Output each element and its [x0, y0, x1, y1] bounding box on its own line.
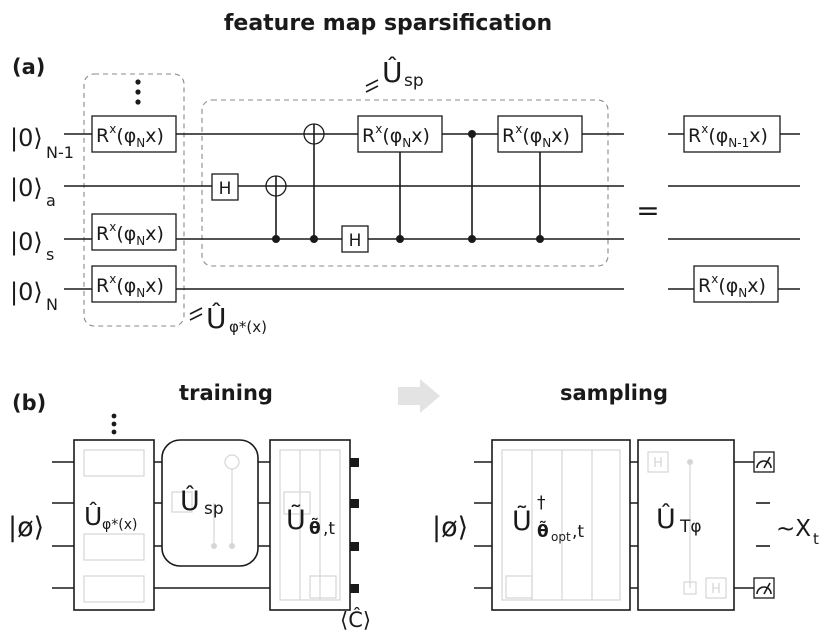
svg-text:φ*(x): φ*(x) [229, 318, 267, 336]
svg-text:~X: ~X [776, 516, 811, 542]
svg-text:sp: sp [404, 71, 424, 91]
u-phi-block: Û φ*(x) [73, 439, 155, 611]
expectation-value-label: ⟨Ĉ⟩ [340, 607, 371, 632]
input-ket-training: |ø⟩ [8, 512, 44, 543]
output-label: ~X t [776, 516, 819, 548]
sampling-heading: sampling [560, 381, 668, 405]
vertical-ellipsis-b [111, 413, 117, 435]
control-dot [536, 235, 544, 243]
rx-gate-s: Rx(φNx) [91, 213, 177, 251]
rx-gate-n-1: Rx(φNx) [91, 115, 177, 153]
u-tphi-block: H H Û Tφ [637, 439, 735, 611]
meter-icon [753, 451, 775, 473]
svg-text:a: a [46, 191, 56, 210]
svg-text:†: † [537, 493, 546, 513]
svg-text:H: H [349, 231, 362, 251]
svg-text:,t: ,t [323, 519, 335, 539]
control-dot [310, 235, 318, 243]
svg-text:t: t [813, 530, 819, 548]
svg-text:Rx(φN-1x): Rx(φN-1x) [688, 122, 768, 150]
svg-text:θ̃: θ̃ [309, 516, 321, 539]
ket-label-a: |0⟩ a [10, 174, 56, 210]
controlled-rx-gate-1: Rx(φNx) [357, 115, 443, 153]
rx-gate-n: Rx(φNx) [91, 265, 177, 303]
svg-text:Rx(φNx): Rx(φNx) [96, 220, 164, 248]
svg-text:|0⟩: |0⟩ [10, 174, 43, 202]
svg-text:H: H [653, 456, 663, 471]
svg-text:Rx(φNx): Rx(φNx) [96, 272, 164, 300]
svg-text:N-1: N-1 [46, 143, 74, 162]
hadamard-gate-a: H [211, 173, 239, 201]
panel-b-label: (b) [12, 391, 46, 415]
svg-text:s: s [46, 245, 54, 264]
svg-text:θ̃: θ̃ [537, 519, 549, 542]
svg-text:H: H [219, 179, 232, 199]
svg-text:φ*(x): φ*(x) [102, 517, 137, 533]
ket-label-s: |0⟩ s [10, 228, 54, 264]
rx-gate-right-n-1: Rx(φN-1x) [683, 115, 781, 153]
equals-sign: = [636, 194, 659, 227]
hadamard-gate-s: H [341, 225, 369, 253]
svg-text:Ũ: Ũ [286, 504, 306, 536]
u-sp-block: Û sp [161, 439, 259, 567]
svg-text:|0⟩: |0⟩ [10, 228, 43, 256]
svg-text:Û: Û [84, 501, 102, 531]
training-heading: training [179, 381, 273, 405]
svg-text:|0⟩: |0⟩ [10, 124, 43, 152]
svg-text:Ũ: Ũ [512, 505, 532, 537]
svg-text:Rx(φNx): Rx(φNx) [362, 122, 430, 150]
svg-text:Û: Û [382, 55, 403, 89]
control-dot [468, 130, 476, 138]
svg-text:H: H [711, 582, 721, 597]
svg-text:Û: Û [656, 503, 676, 535]
rx-gate-right-n: Rx(φNx) [693, 265, 779, 303]
u-sp-dashed-group [201, 99, 609, 267]
u-phi-dashed-group [83, 73, 185, 327]
measurement-markers [350, 458, 359, 593]
input-ket-sampling: |ø⟩ [432, 512, 468, 543]
controlled-rx-gate-2: Rx(φNx) [497, 115, 583, 153]
svg-text:N: N [46, 295, 58, 314]
u-sp-label: Û sp [365, 55, 424, 93]
svg-text:Rx(φNx): Rx(φNx) [698, 272, 766, 300]
u-theta-dagger-block: Ũ † θ̃ opt ,t [491, 439, 631, 611]
svg-text:sp: sp [204, 499, 224, 519]
u-phi-label: Û φ*(x) [189, 301, 267, 336]
svg-text:Û: Û [206, 301, 227, 335]
svg-text:Rx(φNx): Rx(φNx) [502, 122, 570, 150]
svg-text:|0⟩: |0⟩ [10, 278, 43, 306]
u-theta-block: Ũ θ̃ ,t [269, 439, 351, 611]
svg-text:Rx(φNx): Rx(φNx) [96, 122, 164, 150]
svg-text:Û: Û [180, 485, 200, 517]
svg-text:Tφ: Tφ [679, 517, 702, 537]
panel-a-label: (a) [12, 55, 45, 79]
vertical-ellipsis-a [135, 79, 141, 105]
svg-text:,t: ,t [572, 522, 584, 542]
control-dot [272, 235, 280, 243]
ket-label-n: |0⟩ N [10, 278, 58, 314]
right-arrow-icon [398, 379, 440, 413]
cnot-target-n-1 [303, 123, 325, 145]
control-dot [468, 235, 476, 243]
figure-title: feature map sparsification [224, 11, 552, 36]
control-dot [396, 235, 404, 243]
svg-text:opt: opt [551, 530, 571, 544]
cnot-target-a [265, 175, 287, 197]
ket-label-n-1: |0⟩ N-1 [10, 124, 74, 162]
meter-icon [753, 577, 775, 599]
